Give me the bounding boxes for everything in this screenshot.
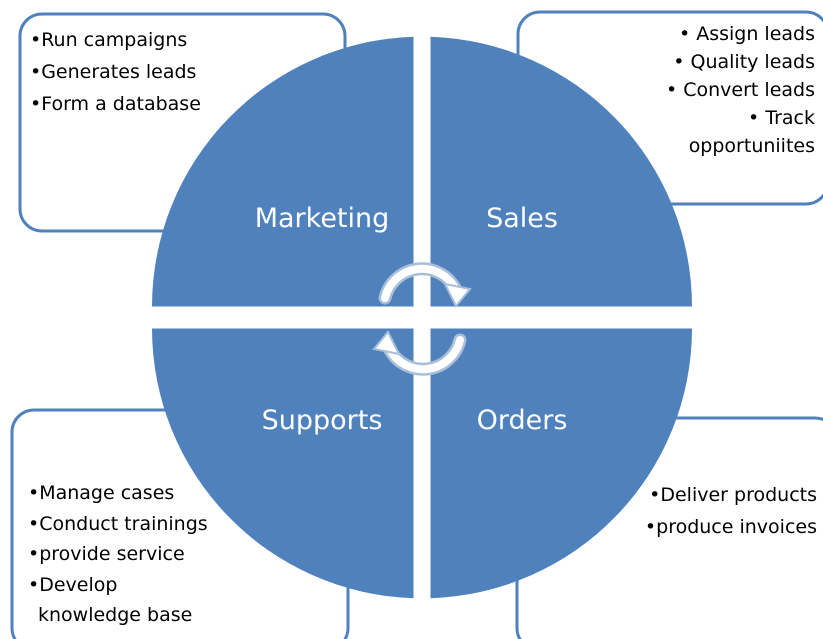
list-item: •Deliver products bbox=[649, 484, 817, 506]
supports-label: Supports bbox=[261, 405, 383, 436]
list-item: •Generates leads bbox=[30, 61, 197, 83]
list-item: • Track bbox=[748, 107, 815, 129]
marketing-list: •Run campaigns •Generates leads •Form a … bbox=[30, 24, 201, 120]
marketing-quadrant bbox=[152, 36, 414, 307]
list-item: knowledge base bbox=[38, 604, 193, 626]
list-item: •produce invoices bbox=[644, 516, 817, 538]
list-item: • Convert leads bbox=[666, 79, 815, 101]
sales-list: • Assign leads • Quality leads • Convert… bbox=[666, 20, 815, 160]
list-item: •Conduct trainings bbox=[28, 512, 208, 535]
list-item: • Assign leads bbox=[678, 23, 815, 45]
supports-quadrant bbox=[152, 328, 414, 599]
sales-label: Sales bbox=[486, 203, 558, 234]
marketing-label: Marketing bbox=[254, 203, 390, 234]
list-item: • Quality leads bbox=[673, 51, 815, 73]
orders-list: •Deliver products •produce invoices bbox=[645, 479, 817, 543]
list-item: •Run campaigns bbox=[30, 29, 188, 51]
orders-label: Orders bbox=[476, 405, 568, 436]
list-item: •Manage cases bbox=[28, 482, 175, 504]
sales-quadrant bbox=[430, 36, 692, 307]
supports-list: •Manage cases •Conduct trainings •provid… bbox=[28, 478, 208, 631]
list-item: •Form a database bbox=[30, 93, 201, 115]
orders-quadrant bbox=[430, 328, 692, 599]
list-item: •provide service bbox=[28, 543, 185, 565]
list-item: •Develop bbox=[28, 573, 118, 596]
circular-arrows-icon bbox=[372, 262, 472, 376]
list-item: opportuniites bbox=[688, 135, 815, 157]
